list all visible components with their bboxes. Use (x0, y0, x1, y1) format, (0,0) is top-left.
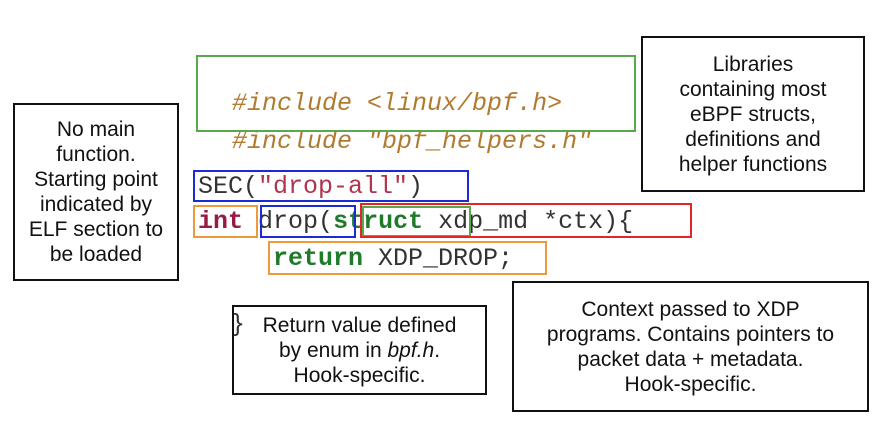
return-type-keyword: int (198, 207, 244, 236)
open-paren: ( (318, 207, 334, 236)
note-line: Hook-specific. (293, 363, 426, 387)
note-text: by enum in (278, 338, 388, 362)
note-line: be loaded (49, 243, 143, 266)
include-highlight-box (196, 55, 636, 132)
sec-section-name: "drop-all" (258, 172, 409, 201)
return-value-note: Return value defined by enum in bpf.h. H… (232, 305, 487, 395)
return-value: XDP_DROP (363, 244, 499, 273)
return-type-highlight-box (193, 205, 258, 238)
sec-macro: SEC( (198, 172, 259, 201)
note-line: eBPF structs, (689, 102, 816, 126)
bpf-h-reference: bpf.h (387, 338, 435, 362)
note-text: . (434, 338, 441, 362)
note-line: indicated by (39, 193, 153, 216)
note-line: definitions and (685, 127, 821, 151)
function-name: drop (258, 207, 319, 236)
semicolon: ; (498, 244, 514, 273)
note-line: Libraries (712, 52, 794, 76)
sec-line: SEC("drop-all") (198, 172, 423, 202)
sec-highlight-box (193, 170, 469, 202)
note-line: containing most (679, 77, 827, 101)
note-line: programs. Contains pointers to (546, 322, 835, 346)
note-line: Context passed to XDP (581, 297, 800, 321)
function-signature-line: int drop(struct xdp_md *ctx){ (198, 207, 633, 237)
note-line: helper functions (678, 152, 828, 176)
return-keyword: return (273, 244, 364, 273)
function-name-highlight-box (260, 205, 356, 238)
note-line: by enum in bpf.h. (263, 338, 457, 363)
include-directive-1: #include <linux/bpf.h> (232, 89, 563, 118)
return-line: return XDP_DROP; (273, 244, 513, 274)
close-paren-brace: ){ (603, 207, 634, 236)
ctx-parameter: xdp_md *ctx (423, 207, 604, 236)
note-line: function. (56, 143, 136, 166)
note-line: Hook-specific. (624, 372, 757, 396)
no-main-function-note: No main function. Starting point indicat… (13, 103, 179, 281)
note-line: Starting point (34, 168, 158, 191)
struct-keyword: struct (333, 207, 424, 236)
sec-close-paren: ) (408, 172, 424, 201)
note-line: Return value defined (262, 313, 457, 337)
context-parameter-highlight-box (360, 203, 692, 238)
note-line: ELF section to (28, 218, 164, 241)
note-line: packet data + metadata. (577, 347, 804, 371)
note-line: No main (56, 118, 136, 141)
return-statement-highlight-box (268, 241, 547, 275)
libraries-note: Libraries containing most eBPF structs, … (641, 36, 865, 192)
include-line-1: #include <linux/bpf.h> (202, 59, 562, 119)
context-note: Context passed to XDP programs. Contains… (512, 281, 869, 412)
